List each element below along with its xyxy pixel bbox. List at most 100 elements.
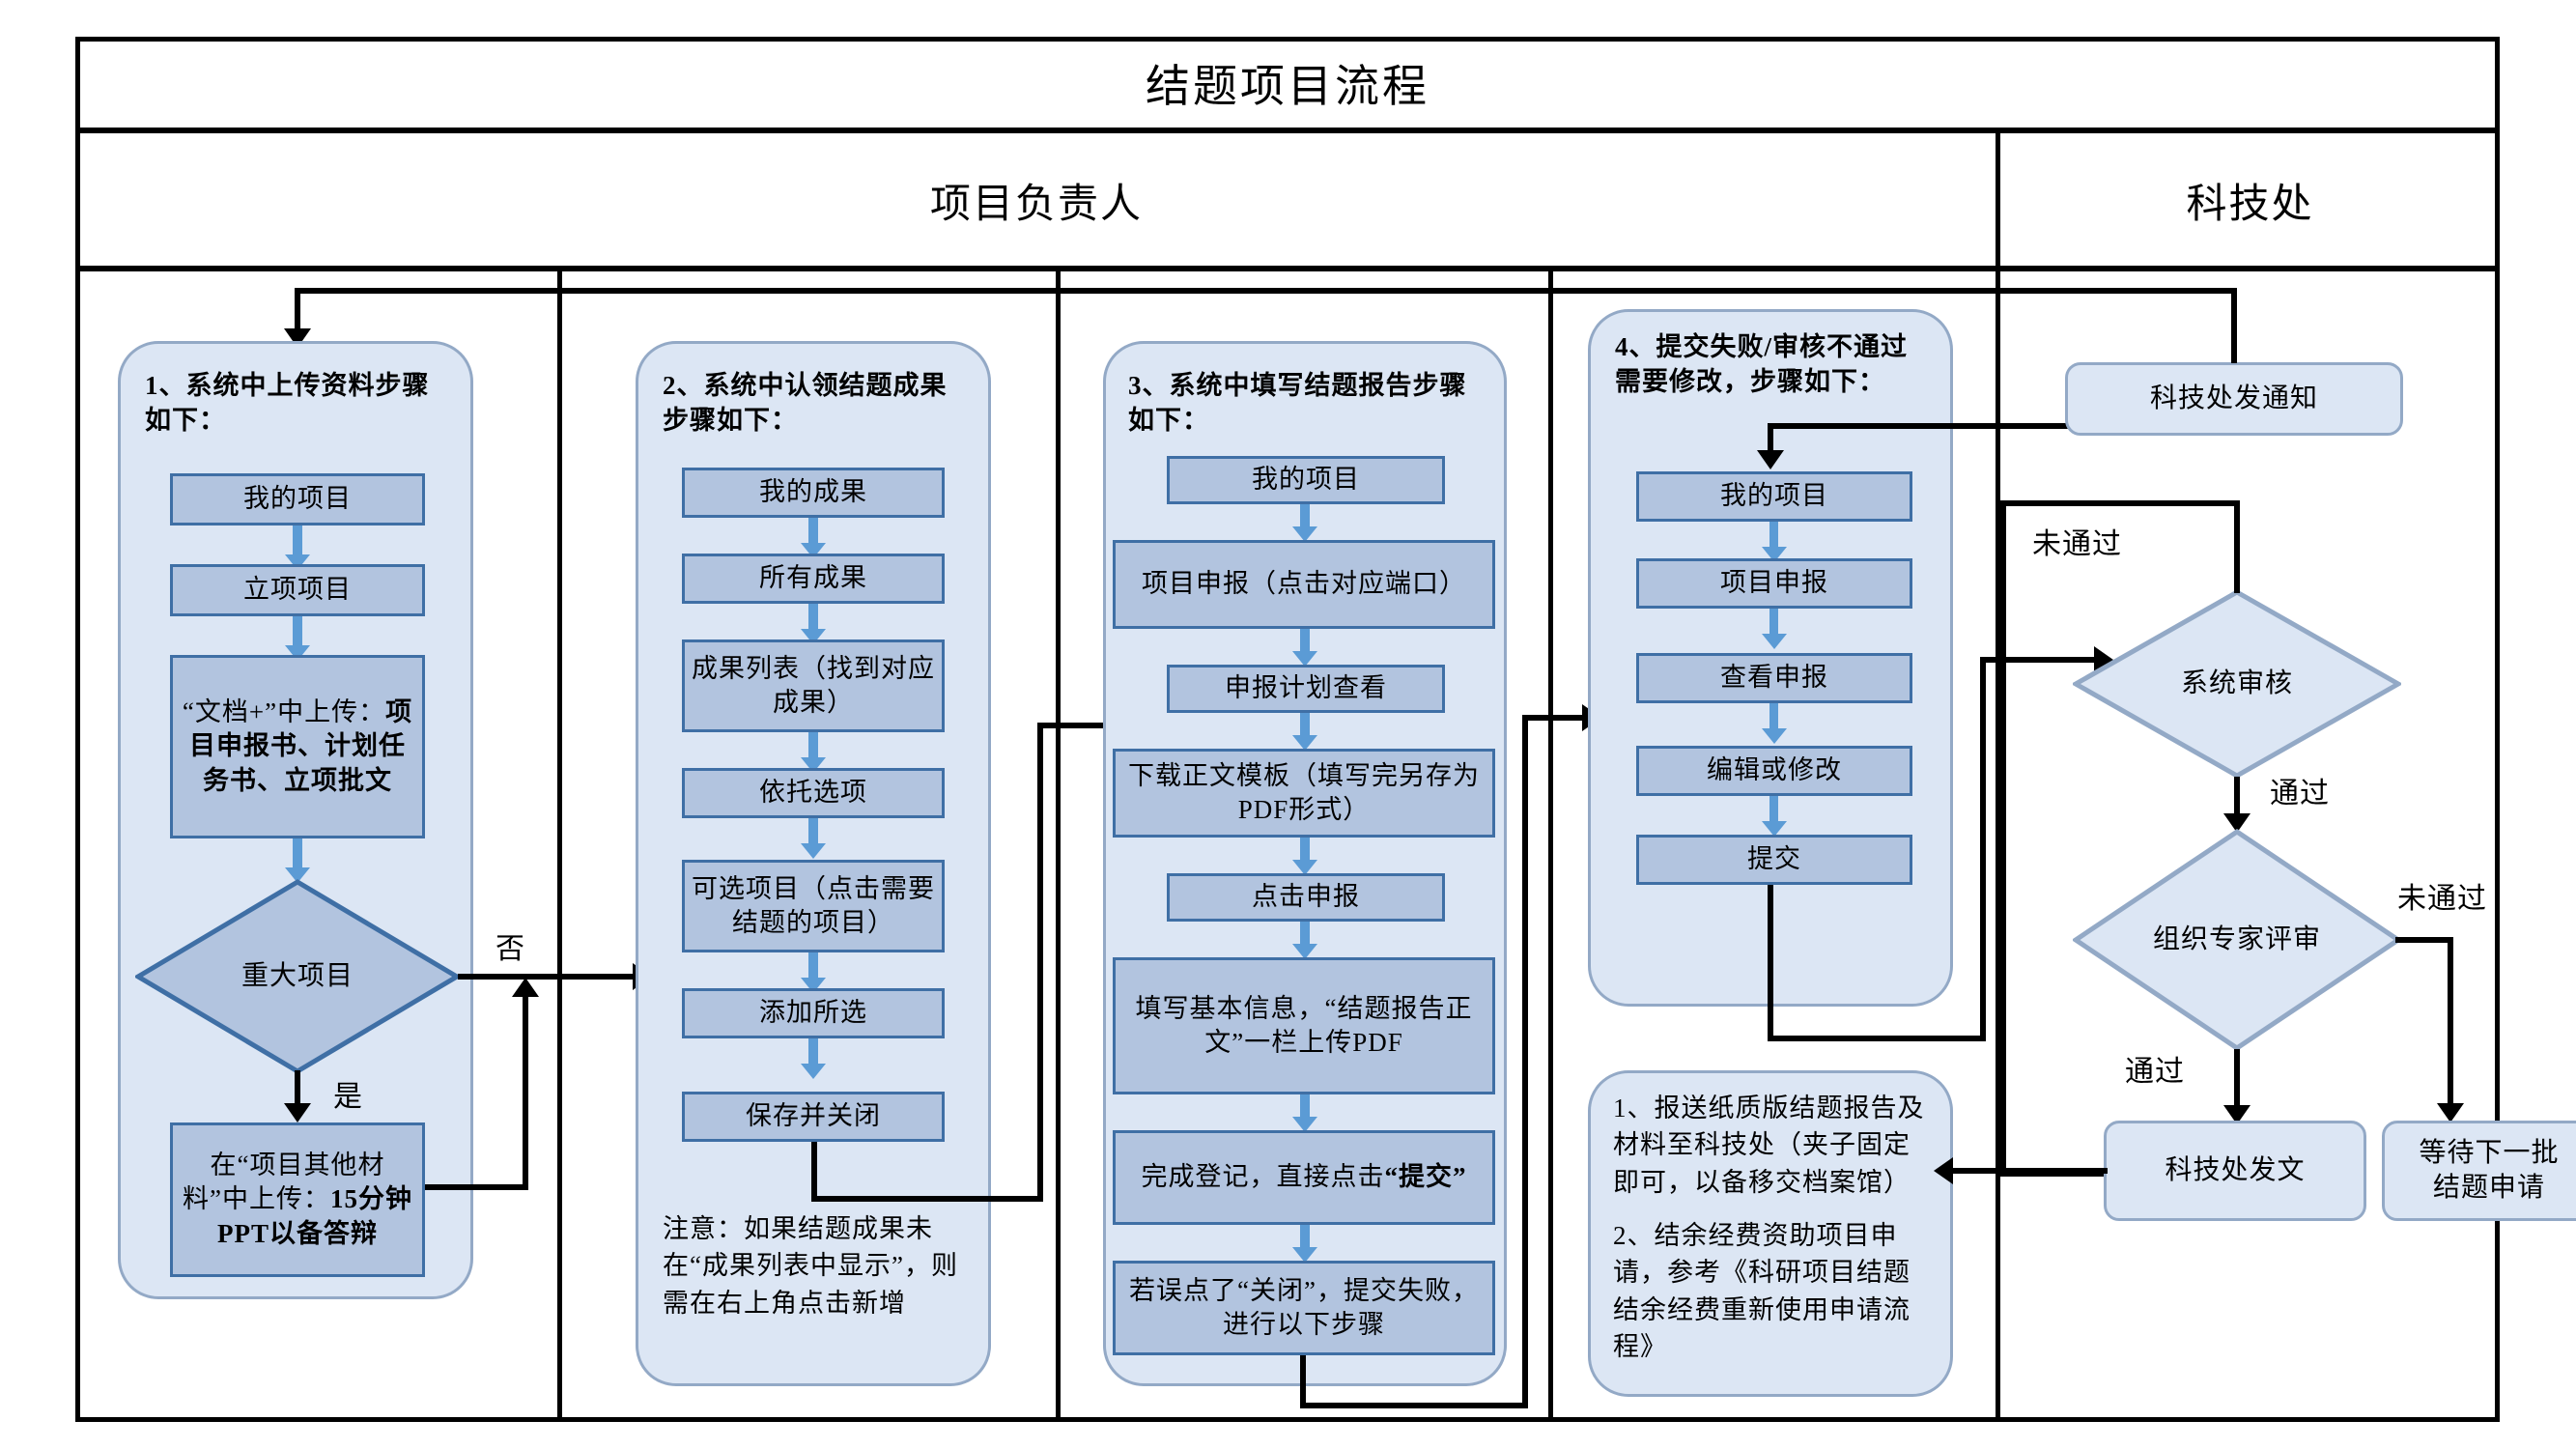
edge-label-c1-yes: 是 [333,1081,363,1113]
arrow-c1s3-decision-stem [293,838,302,875]
edge-c3-to-col4-bottom-horizontal [1300,1403,1528,1408]
arrow-c3s7-c3s8-stem [1300,1225,1310,1252]
arrow-c3s6-c3s7-head [1292,1117,1317,1132]
edge-fail-to-col4-vertical [1768,423,1773,458]
group-col3-heading: 3、系统中填写结题报告步骤如下： [1128,371,1467,435]
lane-title-owner: 项目负责人 [929,183,1143,227]
edge-c2-to-col3-riser [1037,723,1043,1202]
step-c2s7[interactable]: 保存并关闭 [682,1092,945,1142]
lane-header-separator [75,266,2500,271]
edge-c2-to-col3-horizontal [811,1196,1043,1202]
step-c1s4-emphasis: 15分钟PPT以备答辩 [217,1184,412,1248]
step-c3s2[interactable]: 项目申报（点击对应端口） [1113,540,1495,629]
step-c1s1[interactable]: 我的项目 [170,473,425,526]
arrow-c3s2-c3s3-head [1292,651,1317,667]
edge-expert-fail-vertical [2448,937,2453,1115]
office-wait-box-label: 等待下一批 结题申请 [2419,1136,2559,1207]
step-c2s4[interactable]: 依托选项 [682,768,945,818]
step-c4s5[interactable]: 提交 [1636,835,1912,885]
group-col4-heading: 4、提交失败/审核不通过需要修改，步骤如下： [1615,332,1909,396]
edge-c4-submit-down [1768,885,1773,1041]
step-c3s3[interactable]: 申报计划查看 [1167,665,1445,713]
step-c3s6-label: 填写基本信息，“结题报告正文”一栏上传PDF [1135,993,1473,1057]
edge-c1-yes-head [284,1103,311,1122]
title-separator [75,128,2500,133]
edge-review-fail-to-publish [2000,1171,2107,1177]
edge-c1s4-loop-head [512,978,539,997]
step-c4s3[interactable]: 查看申报 [1636,653,1912,703]
edge-c2-to-col3-vertical [811,1142,817,1202]
step-c3s7-emphasis: “提交” [1384,1162,1467,1192]
arrow-c3s6-c3s7-stem [1300,1094,1310,1122]
edge-expert-fail-horizontal [2395,937,2453,943]
lane-title-office: 科技处 [2186,183,2314,227]
edge-review-pass-stem [2234,777,2240,825]
decision-expert-review-line2: 评审 [2265,924,2322,955]
arrow-c1s3-decision-head [285,867,310,883]
edge-fail-to-col4-head [1757,450,1784,469]
step-c4s1[interactable]: 我的项目 [1636,471,1912,522]
step-c2s1[interactable]: 我的成果 [682,468,945,518]
arrow-c3s1-c3s2-stem [1300,504,1310,531]
step-c3s4[interactable]: 下载正文模板（填写完另存为PDF形式） [1113,749,1495,838]
edge-publish-to-report-head [1934,1157,1953,1184]
office-notice-box[interactable]: 科技处发通知 [2065,362,2403,436]
edge-c1s4-loop-vertical [523,995,528,1188]
edge-into-notice-box [2231,288,2237,363]
step-c1s4[interactable]: 在“项目其他材料”中上传：15分钟PPT以备答辩 [170,1122,425,1277]
column-divider-1 [557,267,562,1422]
edge-c4-submit-to-review [1980,657,2106,663]
step-c2s6[interactable]: 添加所选 [682,988,945,1038]
edge-label-review-pass: 通过 [2270,778,2330,810]
office-wait-box[interactable]: 等待下一批 结题申请 [2382,1121,2576,1221]
office-wait-box-line1: 等待下一批 [2419,1137,2560,1168]
arrow-c3s4-c3s5-head [1292,860,1317,875]
edge-c3-to-col4-entry [1522,715,1590,721]
step-c4s4[interactable]: 编辑或修改 [1636,746,1912,796]
group-col1-heading: 1、系统中上传资料步骤如下： [145,371,430,435]
edge-label-expert-fail: 未通过 [2397,883,2487,915]
decision-expert-review[interactable]: 组织专家 评审 [2071,828,2403,1052]
column-divider-3 [1548,267,1553,1422]
step-c3s1[interactable]: 我的项目 [1167,456,1445,504]
decision-c1d1[interactable]: 重大项目 [133,879,462,1074]
edge-notice-to-col1-horizontal [295,288,2237,294]
decision-system-review-label: 系统审核 [2180,668,2293,699]
diagram-outer-frame [75,37,2500,1422]
step-c1s3[interactable]: “文档+”中上传：项目申报书、计划任务书、立项批文 [170,655,425,838]
edge-label-expert-pass: 通过 [2125,1056,2185,1088]
office-publish-box[interactable]: 科技处发文 [2104,1121,2366,1221]
step-c2s2[interactable]: 所有成果 [682,554,945,604]
edge-c2-to-col3-entry [1037,723,1130,728]
step-c3s6[interactable]: 填写基本信息，“结题报告正文”一栏上传PDF [1113,957,1495,1094]
edge-c1s4-loop-horizontal [425,1184,528,1190]
group-col4-footer-note-1: 1、报送纸质版结题报告及材料至科技处（夹子固定即可，以备移交档案馆） [1613,1094,1925,1197]
arrow-c2s6-c2s7-stem [808,1038,818,1070]
page-title: 结题项目流程 [1146,62,1430,111]
step-c4s2[interactable]: 项目申报 [1636,558,1912,609]
arrow-c4s3-c4s4-head [1762,728,1787,744]
step-c3s5[interactable]: 点击申报 [1167,873,1445,922]
edge-c4-submit-riser [1980,657,1986,1041]
arrow-c3s3-c3s4-head [1292,735,1317,751]
column-divider-2 [1056,267,1061,1422]
arrow-c2s5-c2s6-stem [808,952,818,984]
step-c2s3[interactable]: 成果列表（找到对应成果） [682,639,945,732]
decision-expert-review-shape [2071,828,2403,1052]
arrow-c2s4-c2s5-stem [808,818,818,850]
arrow-c4s1-c4s2-stem [1769,522,1778,553]
edge-c1-yes-stem [295,1070,300,1113]
arrow-c1s2-c1s3-stem [293,616,302,653]
edge-fail-to-col4-horizontal [1768,423,2177,429]
step-c3s8[interactable]: 若误点了“关闭”，提交失败，进行以下步骤 [1113,1261,1495,1355]
step-c1s2[interactable]: 立项项目 [170,564,425,616]
group-col2-note: 注意：如果结题成果未在“成果列表中显示”，则需在右上角点击新增 [663,1214,958,1318]
decision-system-review[interactable]: 系统审核 [2070,589,2404,779]
step-c1s4-label: 在“项目其他材料”中上传：15分钟PPT以备答辩 [183,1151,412,1248]
arrow-c2s6-c2s7-head [801,1064,826,1079]
step-c2s5[interactable]: 可选项目（点击需要结题的项目） [682,860,945,952]
arrow-c2s1-c2s2-stem [808,518,818,550]
step-c3s7[interactable]: 完成登记，直接点击“提交” [1113,1130,1495,1225]
arrow-c4s3-c4s4-stem [1769,703,1778,734]
arrow-c1s1-c1s2-stem [293,526,302,562]
